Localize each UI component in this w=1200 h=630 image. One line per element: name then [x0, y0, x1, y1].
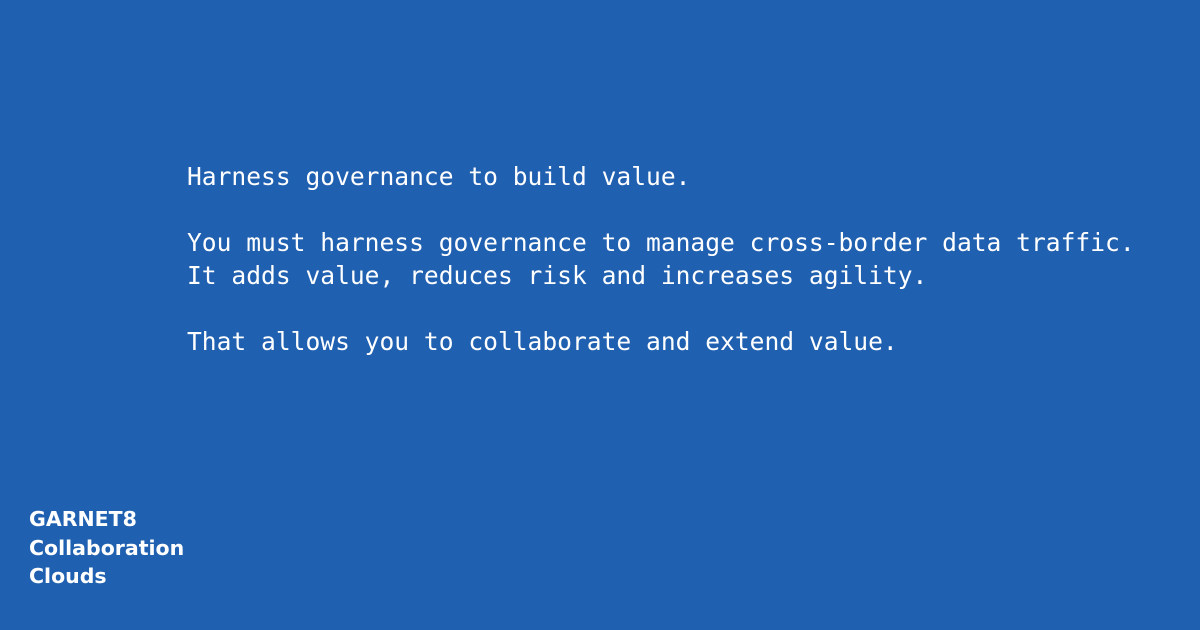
brand-line-3: Clouds [29, 564, 107, 588]
brand-line-2: Collaboration [29, 535, 185, 560]
brand-line-1: GARNET8 [29, 507, 137, 531]
headline: Harness governance to build value. [187, 162, 691, 191]
message-block: Harness governance to build value. You m… [187, 160, 1177, 358]
brand-logo-text: GARNET8 Collaboration Clouds [29, 505, 184, 591]
closing-paragraph: That allows you to collaborate and exten… [187, 327, 898, 356]
body-paragraph: You must harness governance to manage cr… [187, 228, 1135, 290]
